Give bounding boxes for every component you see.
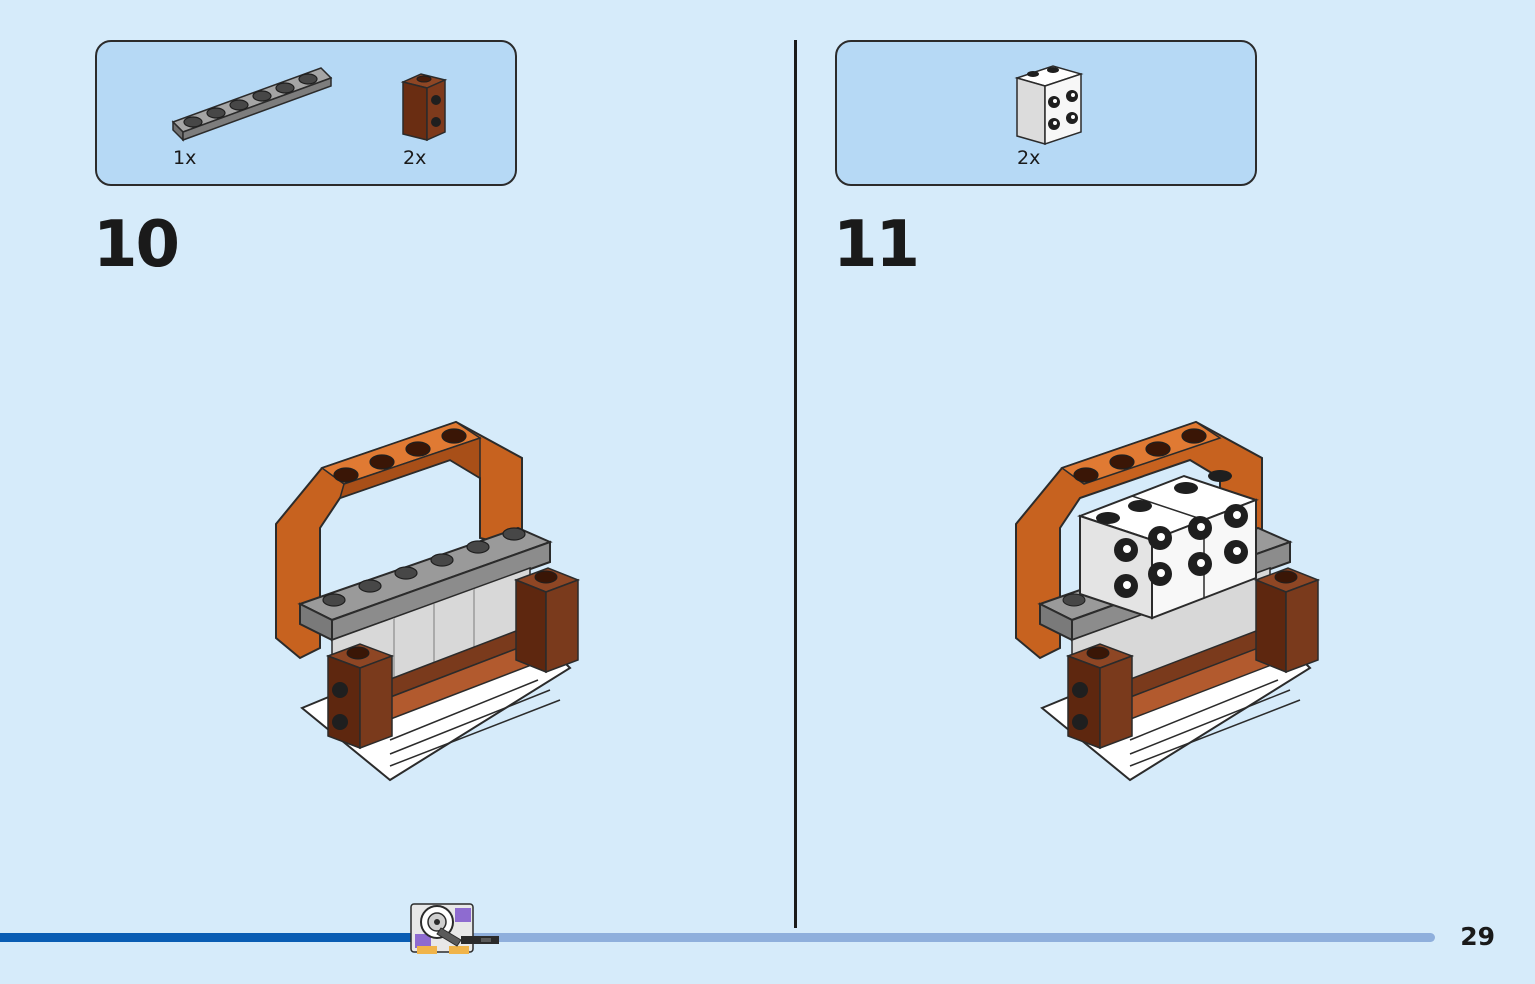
plate-1x6-icon bbox=[171, 67, 333, 142]
step-11-model-illustration bbox=[1015, 420, 1321, 782]
part-qty-brick: 2x bbox=[403, 147, 427, 169]
page-number: 29 bbox=[1460, 922, 1495, 951]
step-10-number: 10 bbox=[93, 208, 180, 282]
part-qty-plate: 1x bbox=[173, 147, 197, 169]
progress-bar bbox=[0, 933, 1435, 942]
progress-model-thumbnail-icon bbox=[410, 903, 499, 954]
step-11-number: 11 bbox=[833, 208, 920, 282]
step-11-parts-box: 2x bbox=[835, 40, 1257, 186]
step-10-model-illustration bbox=[275, 420, 581, 782]
step-divider bbox=[794, 40, 797, 928]
step-10-parts-box: 1x 2x bbox=[95, 40, 517, 186]
progress-bar-fill bbox=[0, 933, 431, 942]
part-qty-white-brick: 2x bbox=[1017, 147, 1041, 169]
brick-1x1-side-studs-icon bbox=[400, 73, 448, 142]
brick-2x2-side-studs-icon bbox=[1014, 65, 1084, 146]
